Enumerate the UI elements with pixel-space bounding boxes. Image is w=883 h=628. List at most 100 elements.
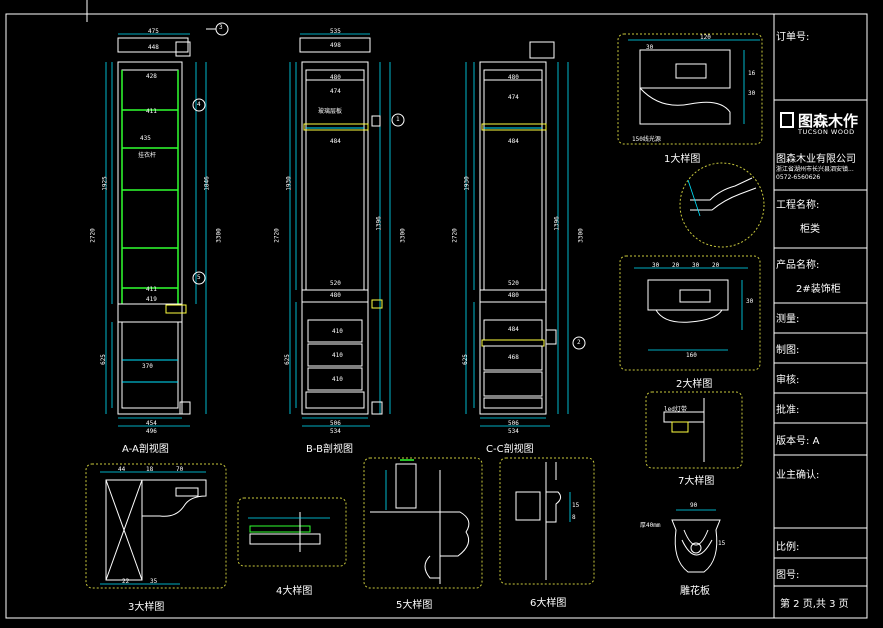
dim-c-height-5: 625: [461, 354, 469, 365]
dim-b-top-1: 535: [330, 28, 341, 35]
dim-b-height-1: 2720: [273, 228, 281, 243]
company-full-name: 图森木业有限公司: [776, 154, 856, 165]
carving-board: [671, 509, 721, 573]
callout-4: 4: [197, 101, 201, 108]
annot-glass-shelf: 玻璃层板: [318, 108, 343, 115]
logo-mark-icon: [780, 112, 794, 128]
dim-d1-3: 16: [748, 70, 756, 77]
dim-a-height-3: 1846: [203, 176, 211, 191]
dim-c-height-3: 1396: [553, 216, 561, 231]
dim-a-top-2: 448: [148, 44, 159, 51]
scale-label: 比例:: [776, 542, 800, 553]
company-name-en: TUCSON WOOD: [798, 128, 855, 136]
dim-b-height-4: 3300: [399, 228, 407, 243]
dim-d6-1: 15: [572, 502, 580, 509]
callout-2: 2: [577, 339, 581, 346]
detail-1: [617, 33, 763, 145]
view-c-c: [465, 41, 586, 427]
company-name-cn: 图森木作: [798, 112, 859, 130]
dim-b-mid-8: 410: [332, 376, 343, 383]
caption-c-c: C-C剖视图: [486, 444, 534, 455]
dim-b-height-5: 625: [283, 354, 291, 365]
drawing-label: 制图:: [776, 345, 800, 356]
detail-round: [679, 162, 765, 248]
dim-c-height-4: 3300: [577, 228, 585, 243]
product-label: 产品名称:: [776, 260, 820, 271]
detail-6: [499, 457, 595, 585]
dim-c-mid-3: 484: [508, 326, 519, 333]
measure-label: 测量:: [776, 314, 800, 325]
dim-a-mid-5: 419: [146, 296, 157, 303]
dim-a-bottom-2: 496: [146, 428, 157, 435]
dim-b-mid-3: 484: [330, 138, 341, 145]
drawing-no-label: 图号:: [776, 570, 800, 581]
caption-b-b: B-B剖视图: [306, 444, 353, 455]
detail-3: [85, 463, 227, 589]
caption-detail-3: 3大样图: [128, 602, 165, 613]
dim-a-mid-3: 435: [140, 135, 151, 142]
dim-b-height-2: 1930: [285, 176, 293, 191]
detail-7: [645, 391, 743, 469]
review-label: 审核:: [776, 375, 800, 386]
dim-c-top-3: 484: [508, 138, 519, 145]
title-block-lines: [774, 99, 867, 587]
dim-b-top-2: 498: [330, 42, 341, 49]
caption-detail-6: 6大样图: [530, 598, 567, 609]
dim-carving-2: 15: [718, 540, 726, 547]
caption-carving: 雕花板: [680, 586, 710, 597]
dim-a-height-1: 2720: [89, 228, 97, 243]
dim-d1-2: 30: [646, 44, 654, 51]
version-label: 版本号:: [776, 436, 810, 447]
company-address: 浙江省湖州市长兴县泗安镇...: [776, 166, 854, 173]
company-phone: 0572-6560626: [776, 174, 821, 181]
project-value: 柜类: [800, 224, 820, 235]
dim-c-top-1: 480: [508, 74, 519, 81]
annot-lamp: 150线光源: [632, 136, 661, 143]
dim-a-height-2: 1925: [101, 176, 109, 191]
sheet-border: [5, 13, 868, 619]
view-b-b: [289, 33, 405, 427]
dim-d2-4: 30: [692, 262, 700, 269]
dim-d2-1: 160: [686, 352, 697, 359]
dim-a-top-1: 475: [148, 28, 159, 35]
dim-b-mid-1: 480: [330, 74, 341, 81]
detail-4: [237, 497, 347, 567]
dim-d2-3: 20: [672, 262, 680, 269]
annot-thick: 厚40mm: [640, 522, 661, 529]
dim-b-height-3: 1396: [375, 216, 383, 231]
dim-c-height-2: 1930: [463, 176, 471, 191]
dim-d3-3: 70: [176, 466, 184, 473]
dim-a-height-5: 625: [99, 354, 107, 365]
dim-b-mid-7: 410: [332, 352, 343, 359]
version-value: A: [812, 436, 820, 447]
dim-d2-5: 20: [712, 262, 720, 269]
dim-a-bottom-1: 454: [146, 420, 157, 427]
dim-c-bottom-1: 506: [508, 420, 519, 427]
dim-c-bottom-2: 534: [508, 428, 519, 435]
dim-b-mid-5: 480: [330, 292, 341, 299]
callout-1: 1: [396, 116, 400, 123]
dim-d3-5: 35: [150, 578, 158, 585]
dim-d3-2: 18: [146, 466, 154, 473]
dim-b-mid-6: 410: [332, 328, 343, 335]
approve-label: 批准:: [776, 405, 800, 416]
caption-detail-7: 7大样图: [678, 476, 715, 487]
order-no-label: 订单号:: [776, 32, 810, 43]
annot-hanging-rod: 挂衣杆: [138, 152, 157, 159]
detail-5: [363, 457, 483, 589]
view-a-a: [105, 22, 229, 427]
callout-5: 5: [197, 274, 201, 281]
dim-d1-1: 120: [700, 34, 711, 41]
dim-carving-1: 90: [690, 502, 698, 509]
dim-a-mid-6: 370: [142, 363, 153, 370]
caption-detail-4: 4大样图: [276, 586, 313, 597]
company-logo: 图森木作 TUCSON WOOD: [780, 110, 866, 140]
product-value: 2#装饰柜: [796, 284, 841, 295]
dim-b-bottom-1: 506: [330, 420, 341, 427]
dim-d3-1: 44: [118, 466, 126, 473]
dim-a-mid-1: 428: [146, 73, 157, 80]
callout-3: 3: [219, 24, 223, 31]
caption-detail-1: 1大样图: [664, 154, 701, 165]
